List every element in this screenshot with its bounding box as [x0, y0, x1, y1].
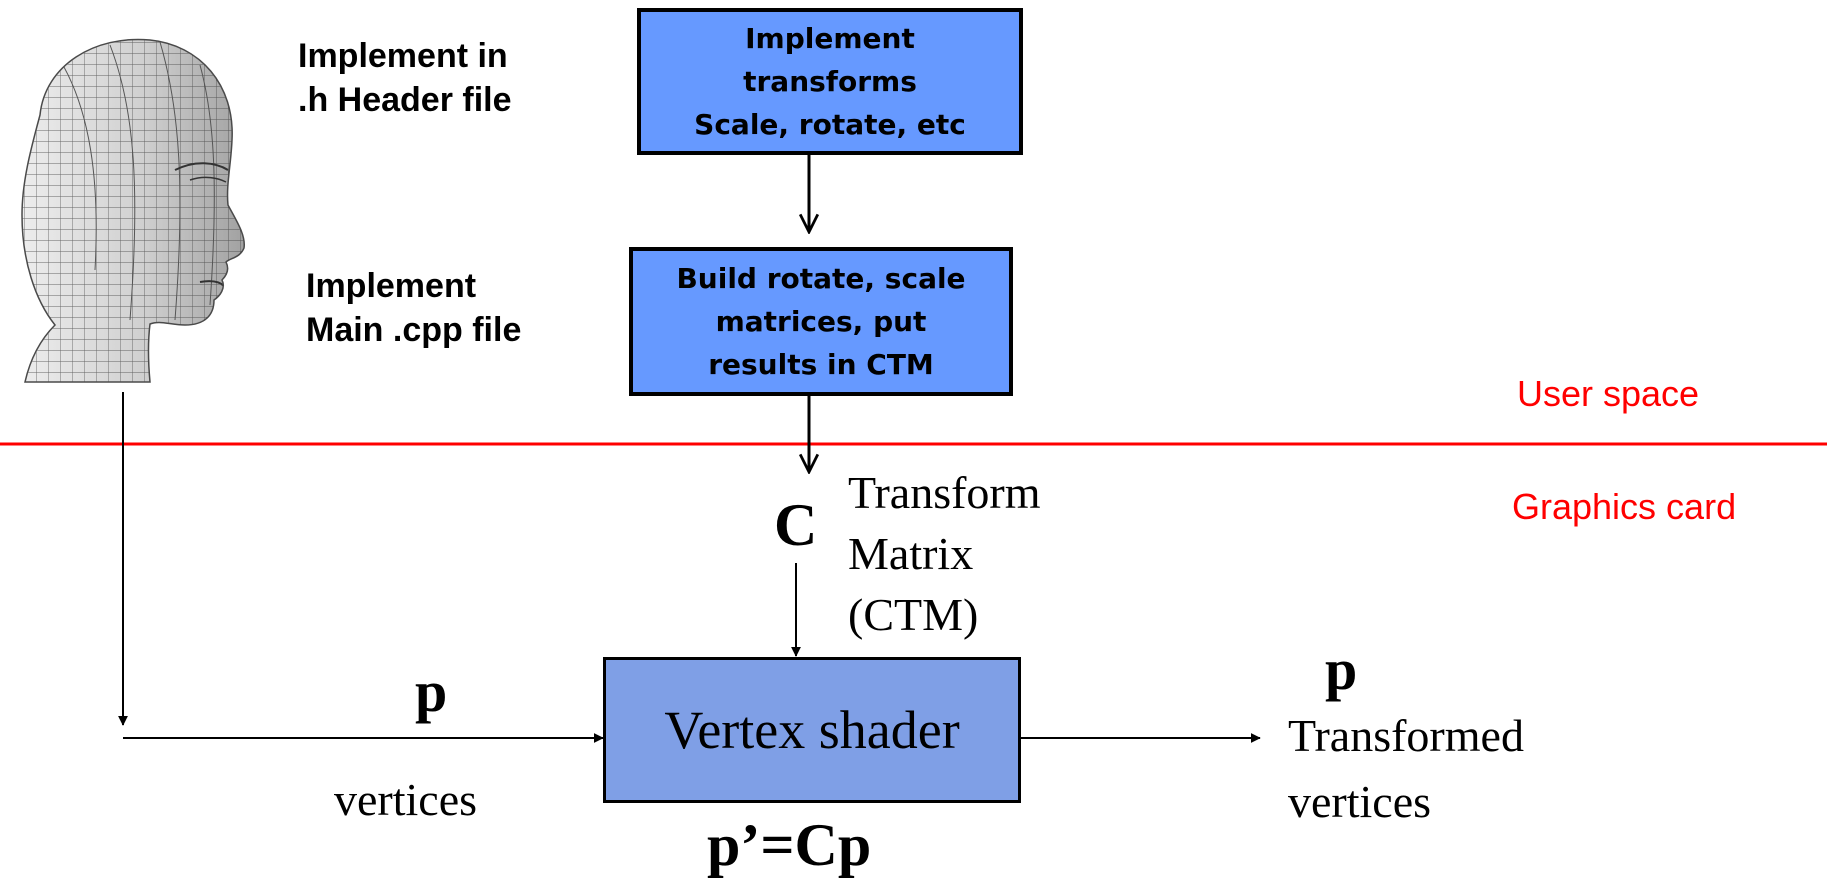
ctm-line-3: (CTM) — [848, 589, 979, 640]
graphics-card-label: Graphics card — [1512, 486, 1737, 527]
wireframe-head-icon — [21, 38, 245, 383]
shader-equation: p’=Cp — [707, 810, 871, 880]
output-caption-line-2: vertices — [1288, 776, 1432, 827]
vertex-shader-box: Vertex shader — [603, 657, 1021, 803]
transforms-box: Implement transforms Scale, rotate, etc — [637, 8, 1023, 155]
ctm-description: Transform Matrix (CTM) — [848, 462, 1041, 645]
transforms-box-line-2: transforms — [743, 65, 917, 98]
transforms-box-line-1: Implement — [745, 22, 915, 55]
header-file-label: Implement in .h Header file — [298, 37, 512, 119]
equation-p: p — [707, 812, 741, 878]
ctm-line-1: Transform — [848, 467, 1041, 518]
transforms-box-line-3: Scale, rotate, etc — [694, 108, 966, 141]
output-p-symbol: p — [1325, 637, 1358, 702]
build-box-line-1: Build rotate, scale — [676, 262, 966, 295]
build-box-line-2: matrices, put — [715, 305, 927, 338]
user-space-label: User space — [1517, 373, 1700, 414]
vertex-shader-label: Vertex shader — [664, 700, 960, 760]
build-matrices-box: Build rotate, scale matrices, put result… — [629, 247, 1013, 396]
input-vertices-caption: vertices — [334, 774, 478, 825]
ctm-symbol: C — [774, 492, 818, 558]
ctm-line-2: Matrix — [848, 528, 974, 579]
build-box-line-3: results in CTM — [708, 348, 934, 381]
equation-rest: ’=Cp — [740, 812, 872, 878]
main-file-label: Implement Main .cpp file — [306, 267, 522, 349]
input-p-symbol: p — [415, 659, 448, 724]
output-caption-line-1: Transformed — [1288, 710, 1524, 761]
